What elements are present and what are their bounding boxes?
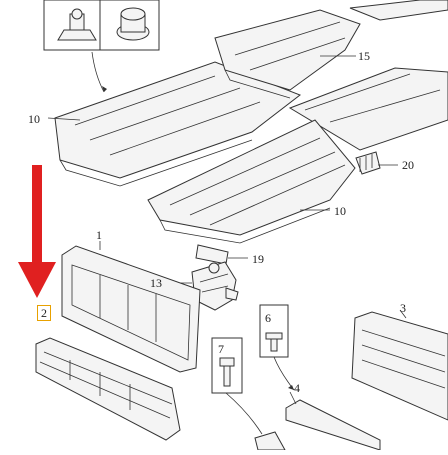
screw-part-6-box	[259, 304, 289, 358]
grille-part-3	[351, 311, 448, 421]
grille-frame-part-1	[61, 245, 201, 373]
callout-19: 19	[252, 252, 264, 266]
top-inset-box	[43, 0, 160, 51]
deflector-part-2	[35, 337, 181, 441]
bolt-part-7-box	[211, 337, 243, 394]
callout-15: 15	[358, 49, 370, 63]
bolt-icon	[219, 357, 235, 387]
clip-part-20	[355, 151, 381, 175]
callout-10-right: 10	[334, 204, 346, 218]
clip-icon	[57, 8, 97, 41]
callout-3: 3	[400, 301, 406, 315]
callout-7: 7	[218, 342, 224, 356]
nut-icon	[116, 7, 150, 41]
underbody-shield-left	[54, 61, 302, 187]
bar-part-4	[254, 399, 381, 451]
underbody-shield-right	[288, 67, 448, 151]
lock-assembly-part-13	[191, 261, 239, 311]
red-arrow-icon	[18, 165, 56, 298]
callout-20: 20	[402, 158, 414, 172]
underbody-shield-lower	[147, 119, 356, 244]
callout-1: 1	[96, 228, 102, 242]
callout-13: 13	[150, 276, 162, 290]
callout-2-highlighted: 2	[37, 305, 51, 321]
callout-6: 6	[265, 311, 271, 325]
bracket-part-19	[195, 244, 229, 265]
screw-icon	[265, 332, 283, 352]
callout-10-left: 10	[28, 112, 40, 126]
underbody-shield-center	[214, 9, 361, 99]
callout-4: 4	[294, 381, 300, 395]
